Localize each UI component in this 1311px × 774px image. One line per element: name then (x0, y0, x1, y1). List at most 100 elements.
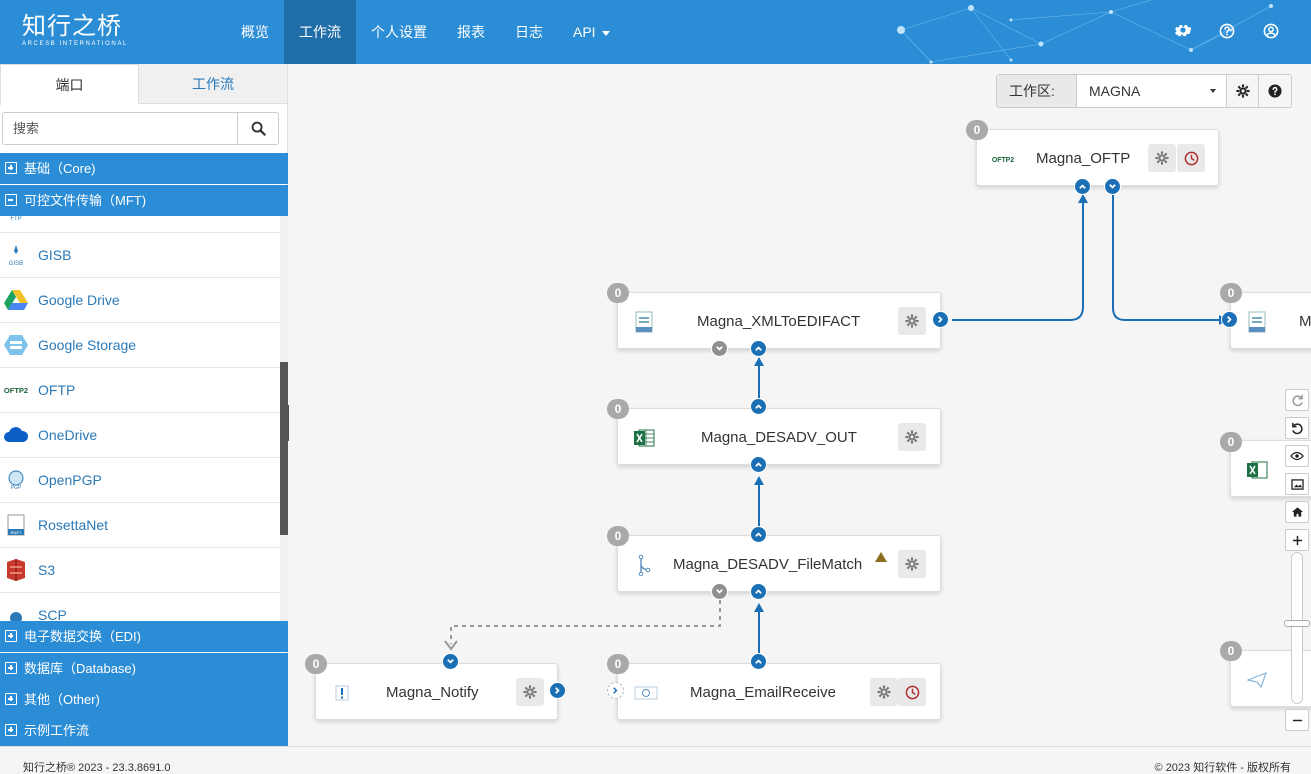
list-item-onedrive[interactable]: OneDrive (0, 413, 280, 458)
list-item-google-storage[interactable]: Google Storage (0, 323, 280, 368)
search-input[interactable] (2, 112, 237, 145)
node-title: Magna_Notify (386, 684, 479, 701)
category-mft-label: 可控文件传输（MFT) (24, 193, 147, 208)
preview-button[interactable] (1285, 445, 1309, 467)
category-mft[interactable]: 可控文件传输（MFT) (0, 185, 288, 216)
disabled-input-port[interactable] (607, 682, 624, 699)
list-item-oftp[interactable]: OFTP2 OFTP (0, 368, 280, 413)
error-port[interactable] (711, 583, 728, 600)
list-scrollbar-thumb[interactable] (280, 362, 288, 535)
node-email-receive[interactable]: Magna_EmailReceive (617, 663, 941, 720)
list-item-ftp[interactable]: FTP (0, 216, 280, 233)
input-port[interactable] (1074, 178, 1091, 195)
error-port[interactable] (711, 340, 728, 357)
node-settings-button[interactable] (1148, 144, 1176, 172)
zoom-out-button[interactable] (1285, 709, 1309, 731)
user-icon[interactable] (1261, 20, 1281, 42)
input-port[interactable] (442, 653, 459, 670)
gear-icon (1155, 151, 1169, 165)
google-storage-icon (2, 331, 30, 359)
email-icon (634, 681, 658, 705)
output-port[interactable] (750, 526, 767, 543)
output-port[interactable] (549, 682, 566, 699)
list-item-s3[interactable]: S3 (0, 548, 280, 593)
output-port[interactable] (932, 311, 949, 328)
node-notify[interactable]: Magna_Notify (315, 663, 558, 720)
input-port[interactable] (750, 583, 767, 600)
category-sample-label: 示例工作流 (24, 723, 90, 738)
category-edi[interactable]: 电子数据交换（EDI) (0, 621, 288, 652)
logo-subtext: ARCESB INTERNATIONAL (22, 41, 128, 47)
input-port[interactable] (750, 340, 767, 357)
node-settings-button[interactable] (898, 550, 926, 578)
category-other[interactable]: 其他（Other) (0, 684, 288, 715)
list-item-openpgp[interactable]: PGP OpenPGP (0, 458, 280, 503)
node-schedule-button[interactable] (898, 678, 926, 706)
gear-icon[interactable] (1173, 20, 1193, 42)
chevron-right-icon (1227, 316, 1232, 323)
nav-api[interactable]: API (558, 0, 625, 64)
list-item-google-drive[interactable]: Google Drive (0, 278, 280, 323)
chevron-up-icon (755, 589, 762, 594)
nav-logs[interactable]: 日志 (515, 24, 543, 40)
node-title: Magna_DESADV_FileMatch (673, 556, 863, 573)
node-oftp[interactable]: OFTP2 Magna_OFTP (976, 129, 1219, 186)
workspace-help-button[interactable] (1259, 75, 1291, 107)
help-icon[interactable] (1217, 20, 1237, 42)
node-count-badge: 0 (1220, 432, 1242, 452)
chevron-up-icon (755, 462, 762, 467)
search-button[interactable] (237, 112, 279, 145)
zoom-slider-track[interactable] (1291, 552, 1303, 704)
undo-button[interactable] (1285, 417, 1309, 439)
nav-workflow[interactable]: 工作流 (284, 0, 356, 64)
rosettanet-icon-text: RNET (11, 530, 22, 535)
tab-workflows[interactable]: 工作流 (192, 76, 234, 92)
oftp-node-icon-text: OFTP2 (992, 157, 1014, 164)
node-settings-button[interactable] (898, 307, 926, 335)
output-port[interactable] (750, 398, 767, 415)
node-xml-to-edifact[interactable]: Magna_XMLToEDIFACT (617, 292, 941, 349)
node-title: M (1299, 313, 1311, 330)
redo-button[interactable] (1285, 389, 1309, 411)
nav-overview[interactable]: 概览 (241, 24, 269, 40)
xml-icon (1245, 310, 1269, 334)
node-schedule-button[interactable] (1177, 144, 1205, 172)
footer: 知行之桥® 2023 - 23.3.8691.0 © 2023 知行软件 - 版… (0, 746, 1311, 774)
list-item-google-storage-label: Google Storage (38, 337, 137, 353)
list-item-rosettanet[interactable]: RNET RosettaNet (0, 503, 280, 548)
zoom-in-button[interactable] (1285, 529, 1309, 551)
output-port[interactable] (1104, 178, 1121, 195)
workspace-settings-button[interactable] (1227, 75, 1259, 107)
list-item-rosettanet-label: RosettaNet (38, 517, 109, 533)
category-core[interactable]: 基础（Core) (0, 153, 288, 184)
workspace-select[interactable]: MAGNA (1077, 75, 1227, 107)
workspace-label: 工作区: (997, 75, 1077, 107)
input-port[interactable] (1221, 311, 1238, 328)
collapse-icon (5, 194, 17, 206)
branch-icon (632, 553, 656, 577)
image-button[interactable] (1285, 473, 1309, 495)
node-settings-button[interactable] (870, 678, 898, 706)
nav-reports[interactable]: 报表 (457, 24, 485, 40)
node-settings-button[interactable] (516, 678, 544, 706)
input-port[interactable] (750, 456, 767, 473)
oftp-icon: OFTP2 (2, 376, 30, 404)
output-port[interactable] (750, 653, 767, 670)
zoom-slider-thumb[interactable] (1284, 620, 1310, 627)
list-item-gisb[interactable]: GISB GISB (0, 233, 280, 278)
node-desadv-out[interactable]: Magna_DESADV_OUT (617, 408, 941, 465)
list-item-scp[interactable]: SCP (0, 593, 280, 621)
category-sample-workflows[interactable]: 示例工作流 (0, 715, 288, 746)
home-button[interactable] (1285, 501, 1309, 523)
node-partial-right-1[interactable]: M (1230, 292, 1311, 349)
chevron-right-icon (613, 687, 618, 694)
brand-logo[interactable]: 知行之桥 ARCESB INTERNATIONAL (22, 12, 128, 47)
workflow-canvas[interactable]: 工作区: MAGNA OFTP2 Magna_OFTP 0 Magna_XMLT… (289, 64, 1311, 746)
expand-icon (5, 630, 17, 642)
nav-settings[interactable]: 个人设置 (371, 24, 427, 40)
node-settings-button[interactable] (898, 423, 926, 451)
tab-ports[interactable]: 端口 (0, 64, 139, 105)
node-filematch[interactable]: Magna_DESADV_FileMatch (617, 535, 941, 592)
category-database[interactable]: 数据库（Database) (0, 653, 288, 684)
node-count-badge: 0 (607, 283, 629, 303)
